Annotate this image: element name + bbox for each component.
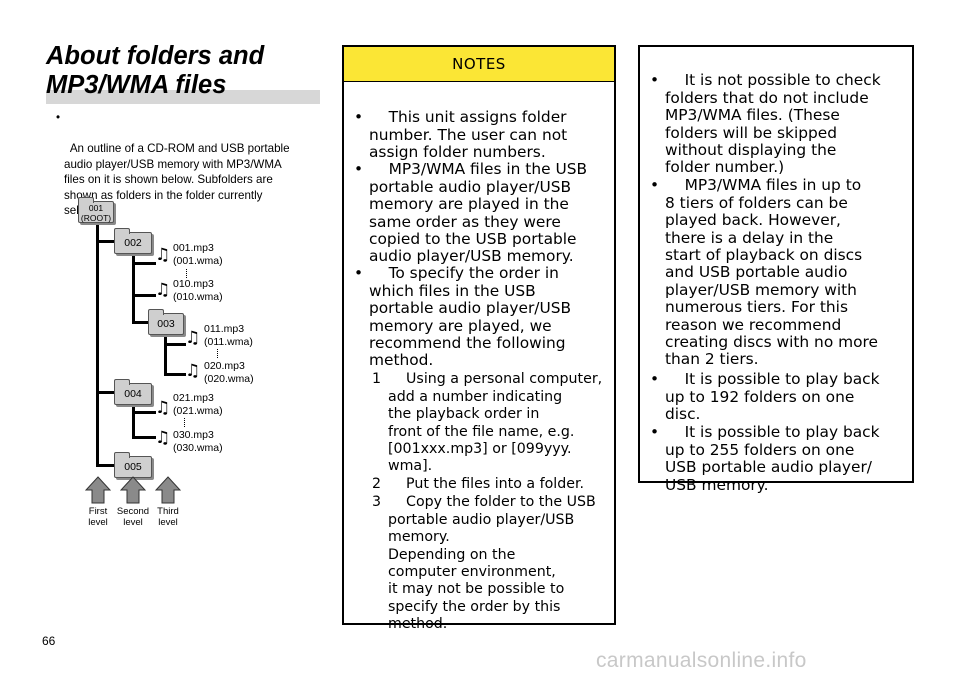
file-label-f: 030.mp3 (030.wma): [173, 429, 223, 454]
tree-branch-002: [96, 240, 116, 243]
music-note-icon: ♫: [155, 428, 171, 448]
notes-bullet-3: •To specify the order in which files in …: [354, 264, 572, 370]
folder-label-005: 005: [124, 461, 142, 473]
info-bullet-4: •It is possible to play back up to 255 f…: [650, 423, 880, 494]
ellipsis-dots: [184, 418, 186, 427]
music-note-icon: ♫: [185, 328, 201, 348]
folder-icon-root: 001 (ROOT): [78, 197, 114, 223]
folder-label-root: 001 (ROOT): [80, 203, 112, 223]
folder-label-002: 002: [124, 237, 142, 249]
intro-bullet: •: [56, 111, 61, 124]
level-label-second: Second level: [116, 506, 150, 528]
up-arrow-icon: [120, 476, 146, 504]
intro-paragraph: • An outline of a CD-ROM and USB portabl…: [56, 110, 322, 219]
folder-icon-004: 004: [114, 379, 152, 405]
folder-label-004: 004: [124, 388, 142, 400]
page-number: 66: [42, 634, 56, 648]
level-label-first: First level: [88, 506, 108, 528]
file-label-e: 021.mp3 (021.wma): [173, 392, 223, 417]
tree-branch-003: [132, 321, 150, 324]
file-label-b: 010.mp3 (010.wma): [173, 278, 223, 303]
file-label-a: 001.mp3 (001.wma): [173, 242, 223, 267]
watermark-text: carmanualsonline.info: [596, 649, 807, 672]
ellipsis-dots: [186, 269, 188, 278]
tree-branch-file-c: [164, 343, 186, 346]
notes-heading: NOTES: [344, 47, 614, 82]
tree-branch-file-f: [132, 436, 156, 439]
page-title: About folders and MP3/WMA files: [46, 42, 265, 99]
tree-line-003: [164, 332, 167, 376]
ellipsis-dots: [217, 349, 219, 358]
file-label-c: 011.mp3 (011.wma): [204, 323, 253, 348]
notes-bullet-2: •MP3/WMA files in the USB portable audio…: [354, 160, 588, 266]
info-bullet-3: •It is possible to play back up to 192 f…: [650, 370, 880, 424]
level-label-third: Third level: [157, 506, 179, 528]
file-label-d: 020.mp3 (020.wma): [204, 360, 254, 385]
tree-branch-file-a: [132, 262, 156, 265]
tree-branch-file-b: [132, 294, 156, 297]
intro-text: An outline of a CD-ROM and USB portable …: [64, 142, 290, 217]
music-note-icon: ♫: [185, 361, 201, 381]
tree-branch-file-e: [132, 411, 156, 414]
notes-box: NOTES •This unit assigns folder number. …: [342, 45, 616, 632]
tree-branch-005: [96, 464, 116, 467]
tree-branch-004: [96, 391, 116, 394]
info-bullet-2: •MP3/WMA files in up to 8 tiers of folde…: [650, 176, 878, 369]
music-note-icon: ♫: [155, 398, 171, 418]
music-note-icon: ♫: [155, 280, 171, 300]
info-box: •It is not possible to check folders tha…: [638, 45, 914, 493]
notes-bullet-1: •This unit assigns folder number. The us…: [354, 108, 568, 162]
up-arrow-icon: [155, 476, 181, 504]
tree-line-004: [132, 401, 135, 439]
folder-label-003: 003: [157, 318, 175, 330]
tree-line-level1: [96, 218, 99, 466]
info-bullet-1: •It is not possible to check folders tha…: [650, 71, 881, 177]
title-underline-band: [46, 90, 320, 104]
music-note-icon: ♫: [155, 245, 171, 265]
folder-icon-003: 003: [148, 309, 184, 335]
tree-line-002: [132, 250, 135, 324]
folder-icon-002: 002: [114, 228, 152, 254]
up-arrow-icon: [85, 476, 111, 504]
folder-icon-005: 005: [114, 452, 152, 478]
tree-branch-file-d: [164, 373, 186, 376]
